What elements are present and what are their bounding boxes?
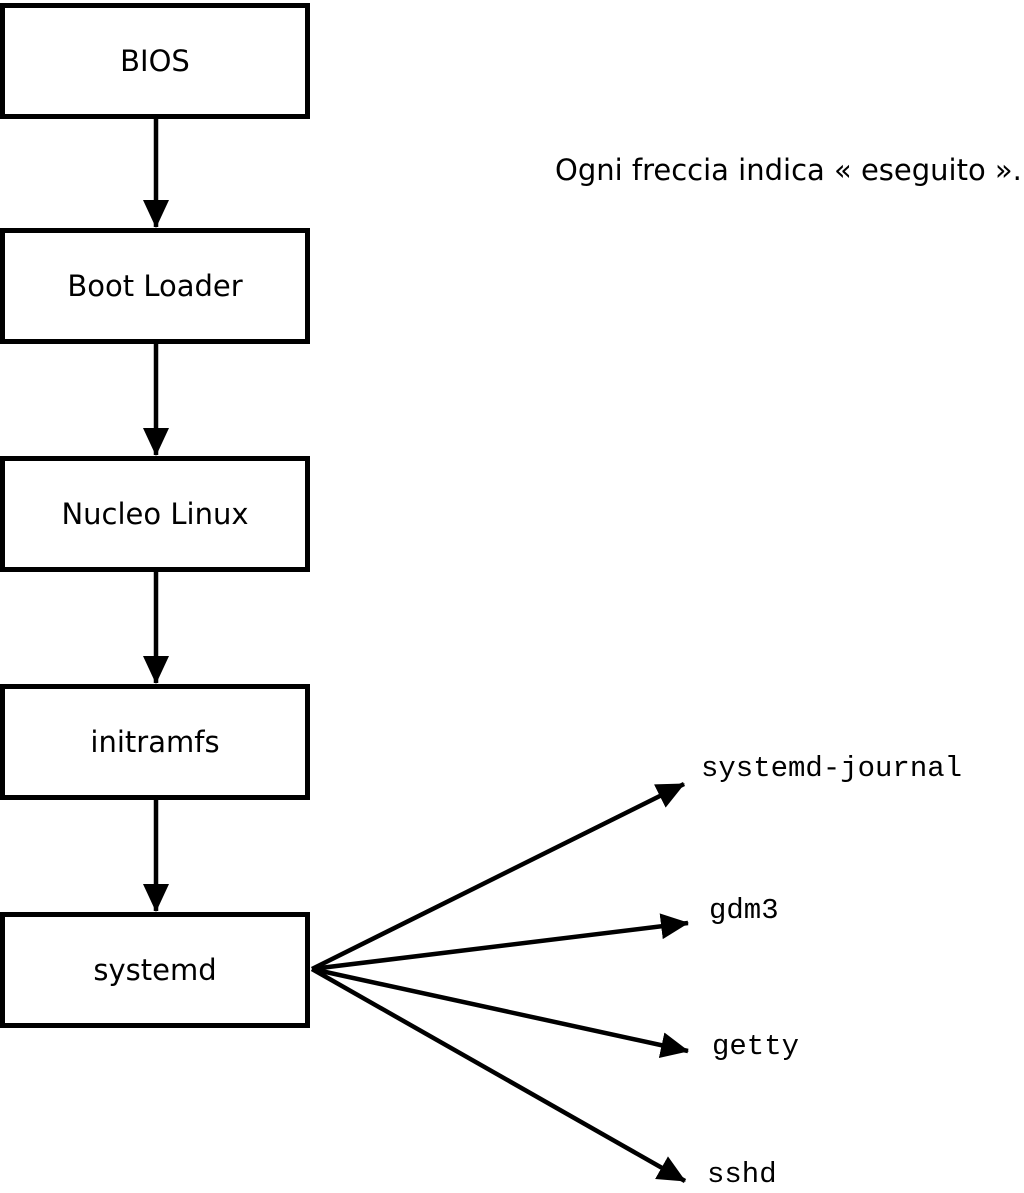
node-initramfs-label: initramfs xyxy=(90,724,220,759)
node-linux-kernel: Nucleo Linux xyxy=(0,456,310,572)
service-label-getty: getty xyxy=(712,1030,800,1063)
node-bios-label: BIOS xyxy=(120,43,190,78)
node-systemd: systemd xyxy=(0,912,310,1028)
node-boot-loader: Boot Loader xyxy=(0,228,310,344)
arrow-systemd-to-sshd xyxy=(310,967,687,1183)
node-systemd-label: systemd xyxy=(93,952,217,987)
node-boot-loader-label: Boot Loader xyxy=(67,268,243,303)
service-label-gdm3: gdm3 xyxy=(709,894,779,927)
arrow-systemd-to-gdm3 xyxy=(311,913,689,972)
arrow-systemd-to-systemd-journal xyxy=(310,781,686,972)
legend-note: Ogni freccia indica « eseguito ». xyxy=(555,153,1022,187)
arrow-systemd-to-getty xyxy=(311,966,689,1058)
service-label-sshd: sshd xyxy=(707,1158,777,1191)
node-linux-kernel-label: Nucleo Linux xyxy=(61,496,249,531)
service-label-systemd-journal: systemd-journal xyxy=(701,752,963,785)
node-initramfs: initramfs xyxy=(0,684,310,800)
node-bios: BIOS xyxy=(0,3,310,119)
